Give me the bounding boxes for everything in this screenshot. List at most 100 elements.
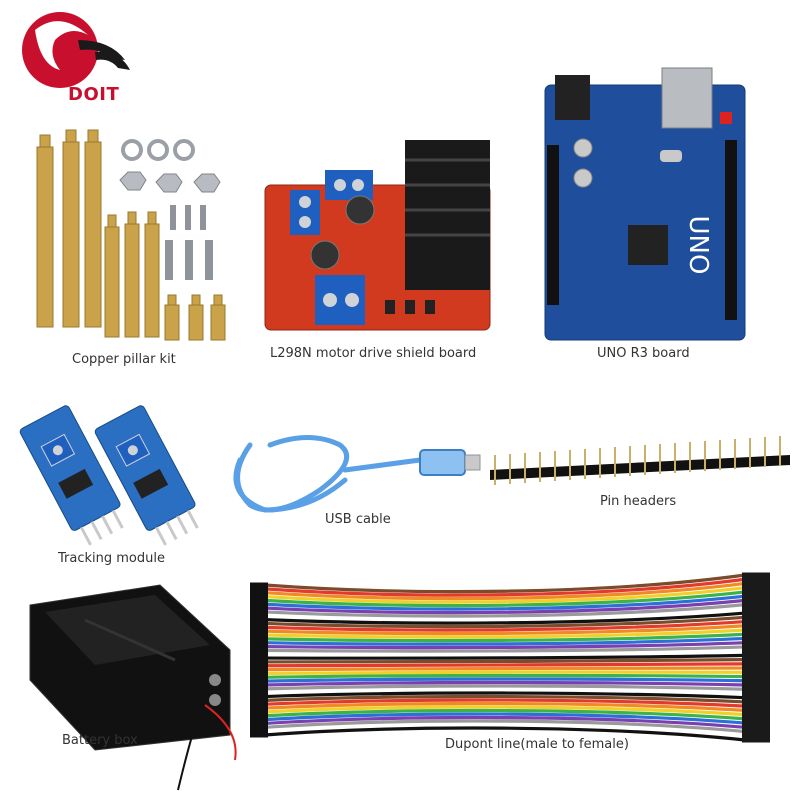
tracking-module-label: Tracking module (58, 551, 165, 566)
female-connector (250, 713, 268, 719)
female-connector (250, 624, 268, 630)
dupont-wire (264, 677, 746, 683)
male-connector (742, 733, 770, 739)
female-connector (250, 694, 268, 700)
female-connector (250, 701, 268, 707)
dupont-wire (264, 666, 746, 672)
female-connector (250, 644, 268, 650)
dupont-wire (264, 628, 746, 639)
female-connector (250, 582, 268, 588)
male-connector (742, 724, 770, 730)
dupont-wire (264, 684, 746, 691)
male-connector (742, 576, 770, 582)
female-connector (250, 655, 268, 661)
female-connector (250, 605, 268, 611)
dupont-wire (264, 653, 746, 660)
pin-headers-image (490, 436, 790, 485)
doit-logo (22, 12, 130, 88)
female-connector (250, 667, 268, 673)
dupont-wire (264, 611, 746, 625)
male-connector (742, 589, 770, 595)
brand-name: DOIT (68, 84, 120, 105)
uno-r3-board-label: UNO R3 board (597, 346, 690, 361)
male-connector (742, 606, 770, 612)
dupont-wire (264, 615, 746, 629)
female-connector (250, 651, 268, 657)
dupont-wire (264, 645, 746, 653)
male-connector (742, 712, 770, 718)
dupont-wire (264, 649, 746, 657)
male-connector (742, 729, 770, 735)
male-connector (742, 686, 770, 692)
female-connector (250, 628, 268, 634)
copper-pillar-kit-label: Copper pillar kit (72, 352, 176, 367)
usb-cable-label: USB cable (325, 512, 391, 527)
female-connector (250, 717, 268, 723)
dupont-wire (264, 722, 746, 738)
dupont-wire (264, 708, 746, 721)
female-connector (250, 647, 268, 653)
dupont-wire (264, 705, 746, 717)
female-connector (250, 640, 268, 646)
dupont-wire (264, 701, 746, 712)
male-connector (742, 682, 770, 688)
dupont-wire (264, 607, 746, 622)
female-connector (250, 597, 268, 603)
female-connector (250, 724, 268, 730)
female-connector (250, 686, 268, 692)
male-connector (742, 627, 770, 633)
male-connector (742, 585, 770, 591)
dupont-wire (264, 573, 746, 594)
copper-pillar-kit-image (36, 129, 226, 341)
male-connector (742, 652, 770, 658)
female-connector (250, 601, 268, 607)
female-connector (250, 682, 268, 688)
dupont-line-label: Dupont line(male to female) (445, 737, 629, 752)
dupont-wire (264, 636, 746, 646)
female-connector (250, 705, 268, 711)
female-connector (250, 632, 268, 638)
male-connector (742, 674, 770, 680)
female-connector (250, 590, 268, 596)
dupont-wire (264, 694, 746, 704)
male-connector (742, 623, 770, 629)
female-connector (250, 586, 268, 592)
uno-r3-board-image: UNO (544, 67, 746, 341)
female-connector (250, 674, 268, 680)
dupont-wire (264, 726, 746, 742)
male-connector (742, 635, 770, 641)
female-connector (250, 709, 268, 715)
l298n-board-image (264, 140, 491, 331)
female-connector (250, 690, 268, 696)
male-connector (742, 593, 770, 599)
dupont-wire (264, 619, 746, 632)
male-connector (742, 695, 770, 701)
male-connector (742, 690, 770, 696)
dupont-wire (264, 662, 746, 668)
male-connector (742, 640, 770, 646)
dupont-wire (264, 590, 746, 608)
battery-box-image (29, 584, 237, 791)
dupont-wire (264, 581, 746, 601)
battery-box-label: Battery box (62, 733, 138, 748)
female-connector (250, 636, 268, 642)
l298n-board-label: L298N motor drive shield board (270, 346, 477, 361)
usb-cable-image (233, 435, 481, 513)
male-connector (742, 619, 770, 625)
dupont-wire (264, 680, 746, 687)
dupont-wire (264, 632, 746, 643)
female-connector (250, 609, 268, 615)
female-connector (250, 659, 268, 665)
male-connector (742, 661, 770, 667)
dupont-wire (264, 673, 746, 679)
female-connector (250, 620, 268, 626)
male-connector (742, 720, 770, 726)
dupont-wire (264, 658, 746, 664)
dupont-wire (264, 687, 746, 696)
female-connector (250, 728, 268, 734)
male-connector (742, 614, 770, 620)
dupont-wires-image (250, 572, 770, 743)
dupont-wire (264, 698, 746, 708)
female-connector (250, 617, 268, 623)
